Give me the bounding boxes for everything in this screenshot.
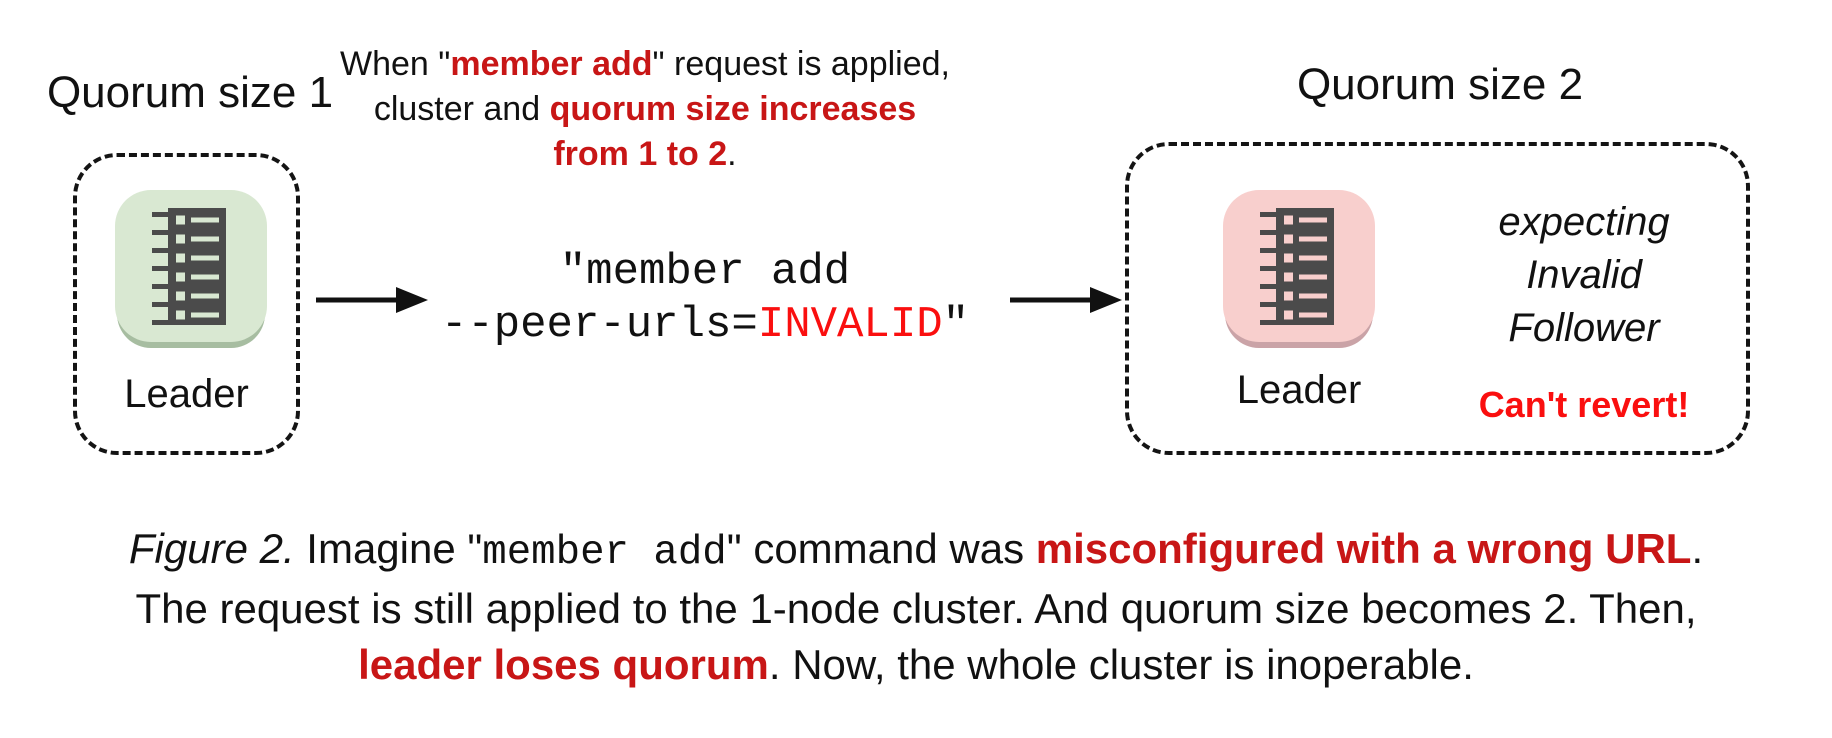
caption-text: " command was [726, 525, 1036, 572]
note-text: . [727, 135, 737, 173]
left-leader-label: Leader [124, 372, 249, 416]
note-line-3: from 1 to 2. [335, 132, 955, 177]
note-quorum-increase: quorum size increases [549, 90, 917, 128]
right-cluster-box: Leader expecting Invalid Follower Can't … [1125, 142, 1750, 455]
command-line-1: "member add [559, 247, 851, 297]
command-invalid-value: INVALID [757, 300, 943, 350]
caption-text: . [1691, 525, 1704, 572]
expecting-invalid-follower-note: expecting Invalid Follower [1439, 196, 1729, 355]
note-line-2: cluster and quorum size increases [335, 87, 955, 132]
right-leader-label: Leader [1236, 368, 1362, 412]
cant-revert-warning: Can't revert! [1478, 384, 1690, 425]
note-line-1: When "member add" request is applied, [335, 42, 955, 87]
server-ledger-icon [1260, 207, 1334, 325]
caption-loses-quorum-highlight: leader loses quorum [358, 641, 769, 688]
figure-caption: Figure 2. Imagine "member add" command w… [0, 521, 1832, 693]
note-from-1-to-2: from 1 to 2 [553, 135, 728, 173]
caption-line-1: Figure 2. Imagine "member add" command w… [0, 521, 1832, 581]
leader-node-tile-green [115, 190, 267, 342]
command-line-2: --peer-urls=INVALID" [410, 299, 1000, 352]
caption-misconfigured-highlight: misconfigured with a wrong URL [1035, 525, 1692, 572]
server-ledger-icon [152, 207, 226, 325]
command-close-quote: " [942, 300, 970, 350]
left-cluster-box: Leader [73, 153, 300, 455]
left-cluster-title: Quorum size 1 [46, 68, 334, 117]
caption-figure-label: Figure 2. [128, 525, 295, 572]
note-text: cluster and [373, 90, 550, 128]
caption-line-2: The request is still applied to the 1-no… [135, 585, 1697, 632]
member-add-note: When "member add" request is applied, cl… [335, 42, 955, 177]
expect-line-1: expecting [1498, 200, 1670, 244]
expect-line-3: Follower [1508, 306, 1660, 350]
right-arrow-icon-2 [1010, 287, 1122, 313]
note-text: When " [340, 45, 451, 83]
caption-text: Imagine " [294, 525, 483, 572]
note-text: " request is applied, [652, 45, 950, 83]
member-add-command: "member add --peer-urls=INVALID" [410, 246, 1000, 352]
caption-text: . Now, the whole cluster is inoperable. [768, 641, 1474, 688]
right-arrow-icon-1 [316, 287, 428, 313]
note-member-add: member add [450, 45, 653, 83]
command-peer-urls: --peer-urls= [440, 300, 758, 350]
leader-node-tile-pink [1223, 190, 1375, 342]
expect-line-2: Invalid [1526, 253, 1642, 297]
caption-member-add-code: member add [482, 530, 727, 576]
caption-line-3: leader loses quorum. Now, the whole clus… [0, 637, 1832, 693]
right-cluster-title: Quorum size 2 [1296, 60, 1584, 109]
